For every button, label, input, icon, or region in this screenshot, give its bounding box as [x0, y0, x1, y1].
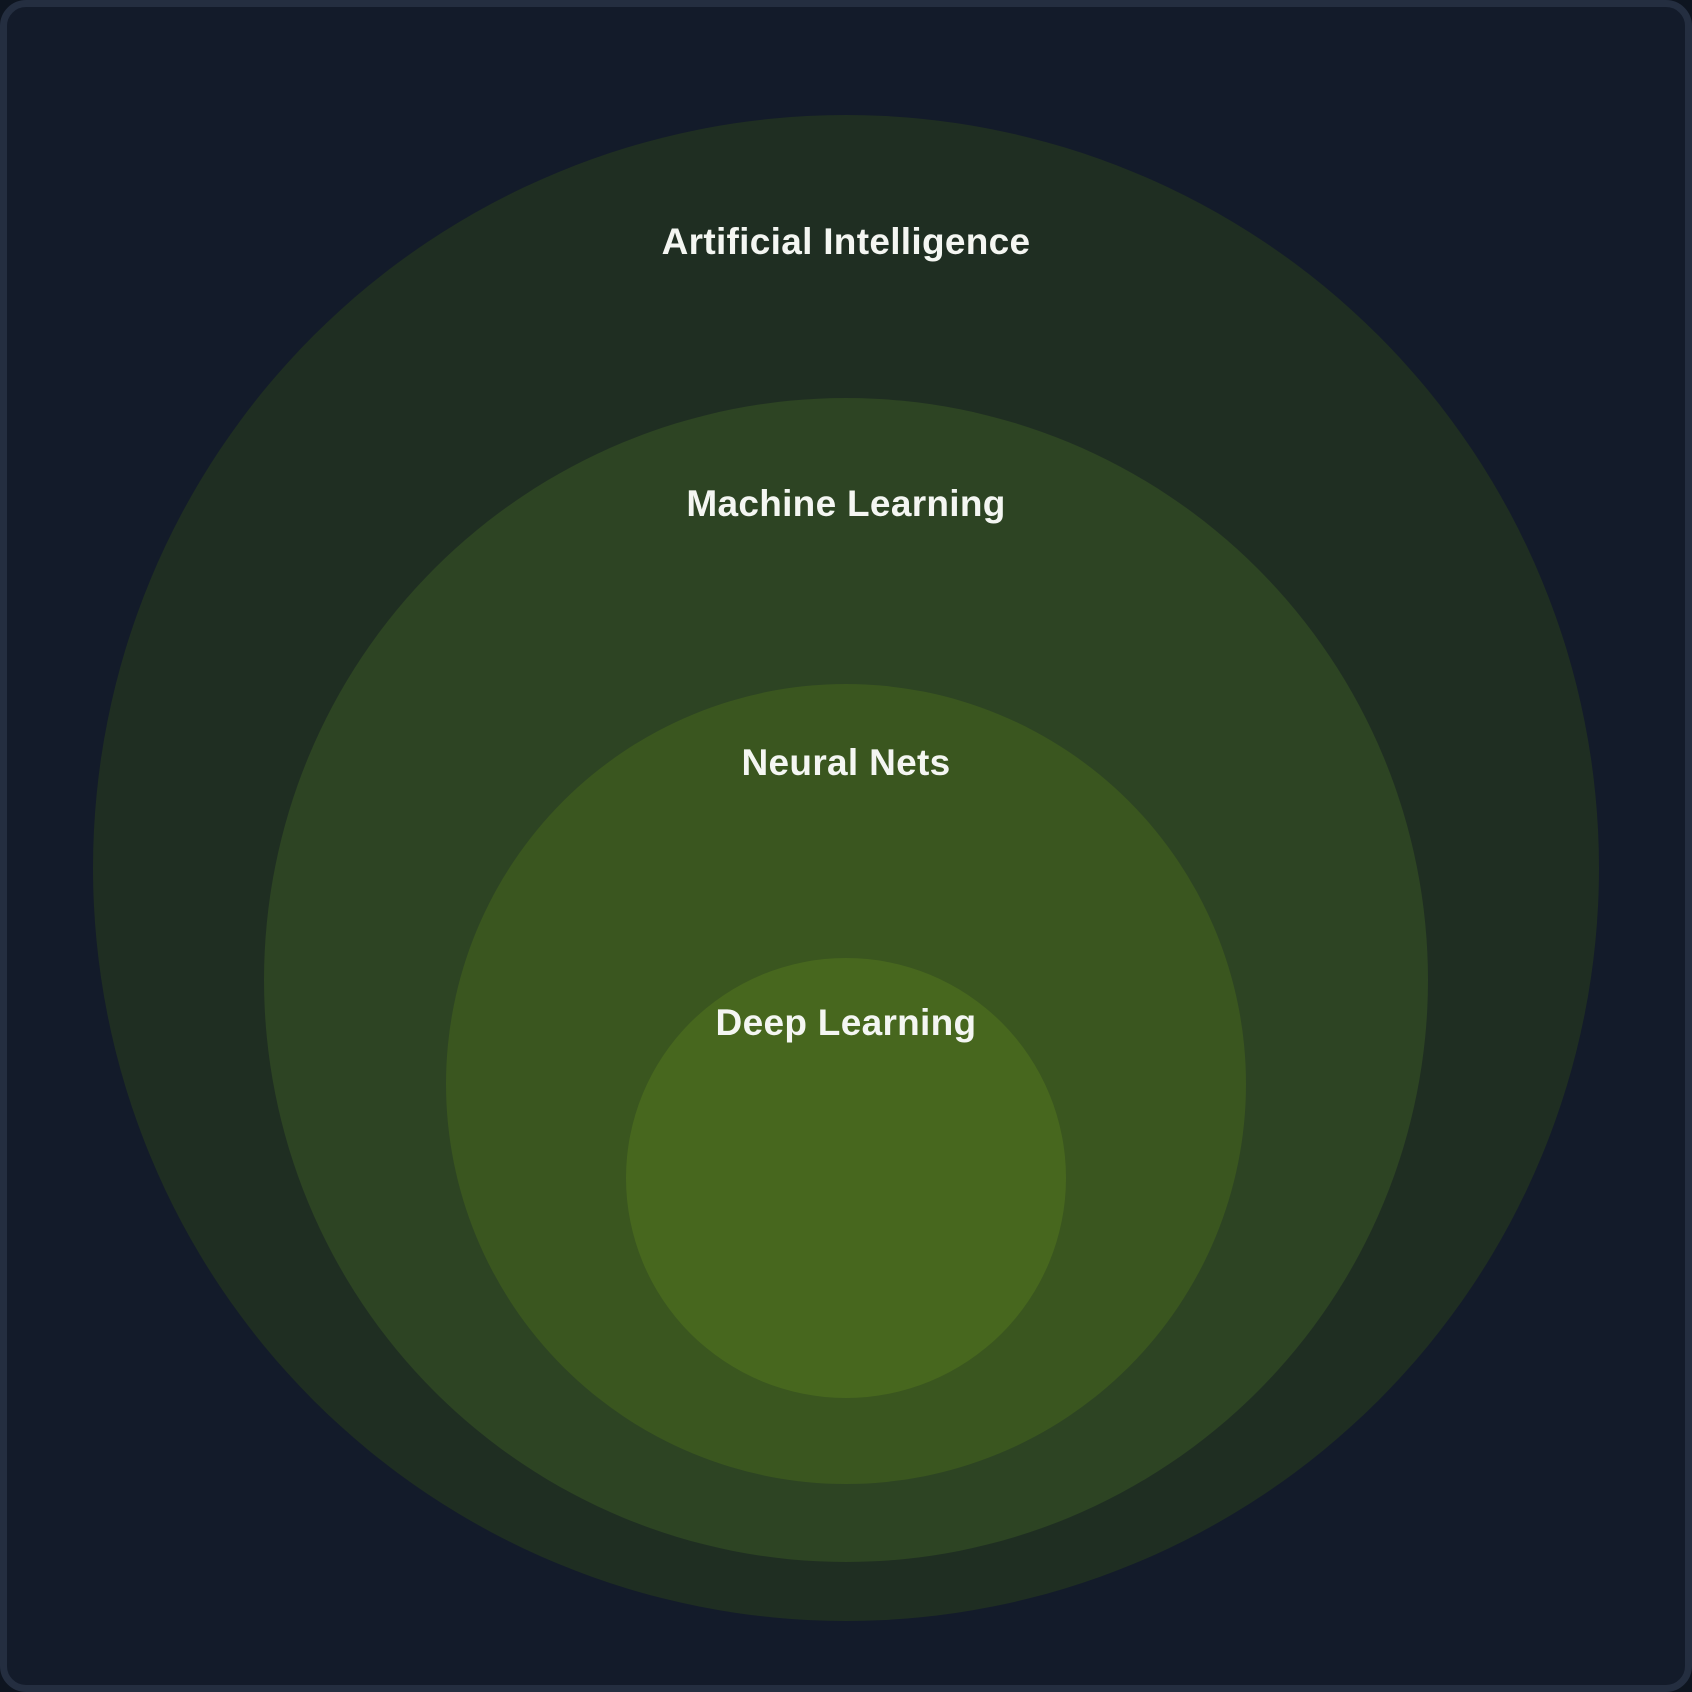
label-neural-nets: Neural Nets: [741, 742, 951, 783]
label-machine-learning: Machine Learning: [686, 483, 1006, 524]
label-artificial-intelligence: Artificial Intelligence: [661, 221, 1031, 262]
circle-deep-learning: Deep Learning: [626, 958, 1066, 1398]
label-deep-learning: Deep Learning: [715, 1002, 977, 1043]
